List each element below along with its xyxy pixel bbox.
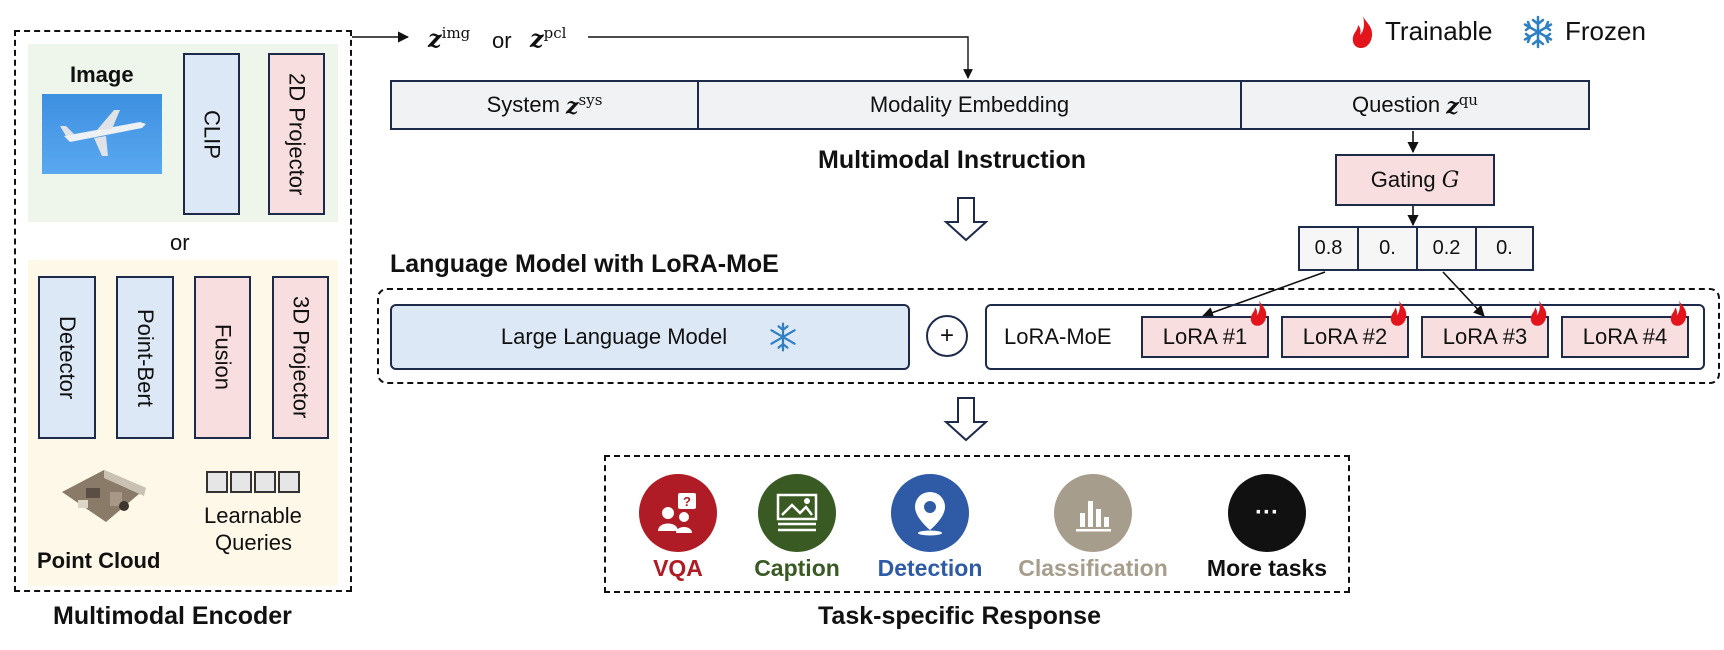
- lora-1: LoRA #1: [1141, 316, 1269, 358]
- system-embedding: System zsys: [390, 80, 697, 130]
- airplane-image: [42, 94, 162, 174]
- svg-text:?: ?: [683, 494, 691, 509]
- tasks-frame: [604, 455, 1350, 593]
- ellipsis-icon: ···: [1228, 474, 1306, 552]
- flame-icon: [1247, 298, 1271, 328]
- query-token: [206, 471, 228, 493]
- legend-frozen: Frozen: [1565, 16, 1646, 46]
- bar-chart-icon: [1054, 474, 1132, 552]
- language-model-frame: [377, 288, 1720, 384]
- flame-icon: [1387, 298, 1411, 328]
- clip-box: CLIP: [183, 53, 240, 215]
- z-img-label: zimg: [428, 24, 471, 53]
- point-cloud-label: Point Cloud: [37, 548, 161, 573]
- task-label-detection: Detection: [877, 555, 983, 581]
- image-label: Image: [70, 62, 134, 87]
- query-token: [254, 471, 276, 493]
- encoder-title: Multimodal Encoder: [53, 602, 292, 630]
- tasks-title: Task-specific Response: [818, 602, 1101, 630]
- task-label-more: More tasks: [1206, 555, 1328, 581]
- task-label-classification: Classification: [1018, 555, 1168, 581]
- encoder-or-text: or: [170, 230, 190, 255]
- image-caption-icon: [758, 474, 836, 552]
- qa-people-icon: ?: [639, 474, 717, 552]
- lora-2: LoRA #2: [1281, 316, 1409, 358]
- llm-box: Large Language Model: [390, 304, 910, 370]
- query-token: [278, 471, 300, 493]
- flame-icon: [1667, 298, 1691, 328]
- task-label-caption: Caption: [754, 555, 840, 581]
- encoder-frame: [14, 30, 352, 592]
- point-bert-box: Point-Bert: [116, 276, 174, 439]
- lora-moe-box: [985, 304, 1705, 370]
- projector-3d-box: 3D Projector: [272, 276, 329, 439]
- language-model-title: Language Model with LoRA-MoE: [390, 250, 779, 278]
- lora-4: LoRA #4: [1561, 316, 1689, 358]
- plus-operator: +: [926, 315, 968, 357]
- or-text: or: [492, 28, 512, 53]
- flame-icon: [1527, 298, 1551, 328]
- question-embedding: Question zqu: [1240, 80, 1590, 130]
- detector-box: Detector: [38, 276, 96, 439]
- snowflake-icon: [767, 321, 799, 353]
- query-token: [230, 471, 252, 493]
- gate-weight-4: 0.: [1475, 226, 1534, 271]
- learnable-label: Learnable: [204, 503, 302, 528]
- queries-label: Queries: [215, 530, 293, 555]
- z-pcl-label: zpcl: [530, 24, 567, 53]
- lora-3: LoRA #3: [1421, 316, 1549, 358]
- flame-icon: [1348, 14, 1378, 50]
- gate-weight-2: 0.: [1357, 226, 1416, 271]
- point-cloud-image: [56, 462, 150, 530]
- snowflake-icon: [1520, 14, 1556, 50]
- gate-weight-1: 0.8: [1298, 226, 1357, 271]
- modality-embedding: Modality Embedding: [697, 80, 1240, 130]
- lora-moe-label: LoRA-MoE: [1004, 324, 1112, 349]
- fusion-box: Fusion: [194, 276, 251, 439]
- task-label-vqa: VQA: [653, 555, 703, 581]
- gate-weight-3: 0.2: [1416, 226, 1475, 271]
- location-pin-icon: [891, 474, 969, 552]
- gating-box: Gating G: [1335, 154, 1495, 206]
- projector-2d-box: 2D Projector: [268, 53, 325, 215]
- instruction-title: Multimodal Instruction: [818, 146, 1087, 174]
- legend-trainable: Trainable: [1385, 16, 1493, 46]
